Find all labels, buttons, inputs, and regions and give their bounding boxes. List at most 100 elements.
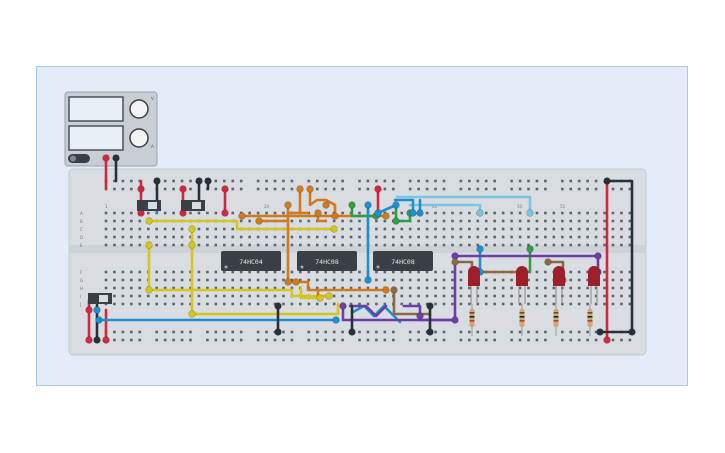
wire-endpoint[interactable] [594,252,602,260]
wire-endpoint[interactable] [188,225,196,233]
current-knob-icon[interactable] [129,128,149,148]
wire-blue[interactable] [393,198,415,215]
wire-endpoint[interactable] [364,276,372,284]
wire-endpoint[interactable] [284,201,292,209]
wire-endpoint[interactable] [296,185,304,193]
wire-endpoint[interactable] [322,201,330,209]
wire-endpoint[interactable] [274,328,282,336]
wire-endpoint[interactable] [221,209,229,217]
wire-endpoint[interactable] [85,336,93,344]
chip-icon[interactable]: 74HC08 [373,251,433,271]
wire-endpoint[interactable] [284,278,292,286]
wire-endpoint[interactable] [204,177,212,185]
wire-endpoint[interactable] [382,212,390,220]
col-label-40: 40 [432,204,438,209]
wire-endpoint[interactable] [451,316,459,324]
wire-endpoint[interactable] [392,217,400,225]
wire-endpoint[interactable] [374,185,382,193]
wire-endpoint[interactable] [544,258,552,266]
wire-endpoint[interactable] [179,185,187,193]
wire-endpoint[interactable] [292,278,300,286]
current-label: A [151,144,154,149]
wire-endpoint[interactable] [145,217,153,225]
wire-endpoint[interactable] [195,177,203,185]
wire-endpoint[interactable] [102,336,110,344]
wire-light_blue[interactable] [395,195,532,215]
wire-endpoint[interactable] [85,306,93,314]
switch-icon[interactable] [181,200,205,211]
wire-endpoint[interactable] [93,336,101,344]
wire-endpoint[interactable] [112,154,120,162]
wire-endpoint[interactable] [526,209,534,217]
wire-endpoint[interactable] [603,336,611,344]
wire-orange[interactable] [308,187,337,218]
row-letter: F [80,270,83,275]
wire-black[interactable] [598,179,634,334]
wire-endpoint[interactable] [95,316,103,324]
wire-endpoint[interactable] [306,185,314,193]
wire-endpoint[interactable] [476,245,484,253]
wire-endpoint[interactable] [348,201,356,209]
wire-endpoint[interactable] [526,245,534,253]
wire-endpoint[interactable] [331,212,339,220]
wire-endpoint[interactable] [330,225,338,233]
wire-purple[interactable] [348,304,388,318]
wire-endpoint[interactable] [628,328,636,336]
col-label-50: 50 [517,204,523,209]
resistor-icon[interactable] [553,304,559,336]
wire-endpoint[interactable] [364,201,372,209]
wire-endpoint[interactable] [426,302,434,310]
wire-green[interactable] [394,203,412,223]
wire-endpoint[interactable] [188,310,196,318]
wire-endpoint[interactable] [416,209,424,217]
switch-icon[interactable] [88,293,112,304]
resistor-icon[interactable] [469,304,475,336]
wire-endpoint[interactable] [255,217,263,225]
switch-icon[interactable] [137,200,161,211]
wire-yellow[interactable] [147,219,336,231]
led-icon[interactable] [553,266,565,304]
wire-endpoint[interactable] [409,209,417,217]
wire-yellow[interactable] [147,243,331,298]
wire-endpoint[interactable] [238,212,246,220]
wire-endpoint[interactable] [274,302,282,310]
led-icon[interactable] [468,266,480,304]
led-icon[interactable] [588,266,600,304]
wire-endpoint[interactable] [476,209,484,217]
led-icon[interactable] [516,266,528,304]
wire-endpoint[interactable] [339,302,347,310]
wire-endpoint[interactable] [451,258,459,266]
wire-endpoint[interactable] [603,177,611,185]
wire-endpoint[interactable] [382,286,390,294]
wire-endpoint[interactable] [416,312,424,320]
resistor-icon[interactable] [519,304,525,336]
wire-endpoint[interactable] [221,185,229,193]
wire-endpoint[interactable] [93,306,101,314]
wire-endpoint[interactable] [374,209,382,217]
wire-endpoint[interactable] [392,201,400,209]
power-supply-icon[interactable]: V A [64,91,158,167]
wire-yellow[interactable] [299,286,322,300]
wire-endpoint[interactable] [332,316,340,324]
wire-endpoint[interactable] [102,154,110,162]
wire-endpoint[interactable] [316,294,324,302]
wire-endpoint[interactable] [390,286,398,294]
wire-endpoint[interactable] [426,328,434,336]
wire-endpoint[interactable] [325,292,333,300]
wire-endpoint[interactable] [145,286,153,294]
wire-endpoint[interactable] [596,328,604,336]
wire-endpoint[interactable] [145,241,153,249]
wire-endpoint[interactable] [137,185,145,193]
chip-icon[interactable]: 74HC04 [221,251,281,271]
resistor-icon[interactable] [587,304,593,336]
wire-endpoint[interactable] [348,328,356,336]
chip-icon[interactable]: 74HC08 [297,251,357,271]
wire-endpoint[interactable] [314,209,322,217]
voltage-knob-icon[interactable] [129,99,149,119]
wire-orange[interactable] [294,280,388,292]
wire-endpoint[interactable] [153,177,161,185]
wire-endpoint[interactable] [188,241,196,249]
wire-yellow[interactable] [190,243,340,316]
